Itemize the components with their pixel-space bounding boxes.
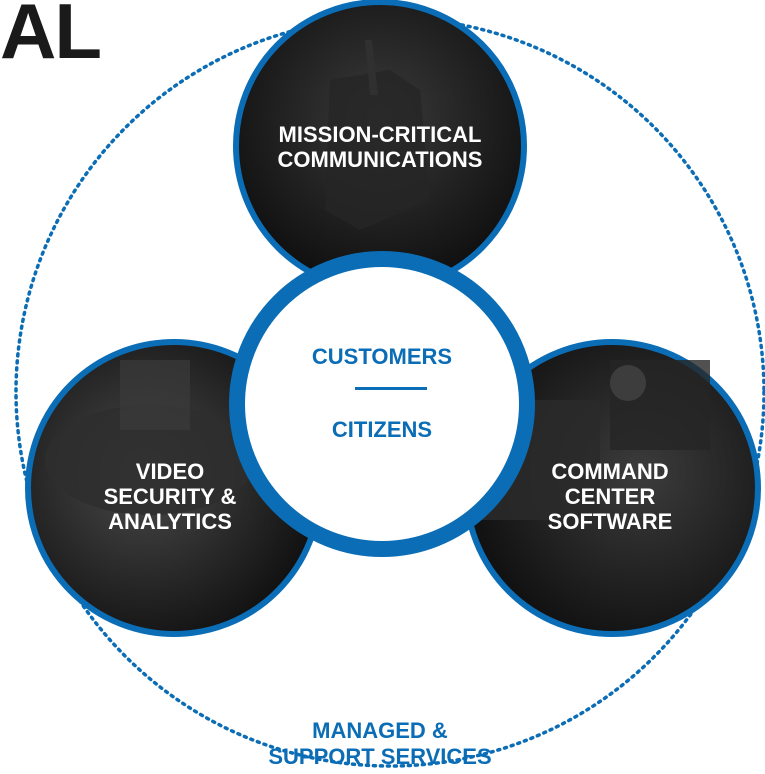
radio-silhouette-icon <box>325 70 430 230</box>
right-node-label-line3: SOFTWARE <box>547 509 673 534</box>
outer-ring-label-line2: SUPPORT SERVICES <box>268 744 492 769</box>
camera-mount-icon <box>120 360 190 430</box>
top-node-label: MISSION-CRITICAL COMMUNICATIONS <box>250 122 510 172</box>
outer-ring-label: MANAGED & SUPPORT SERVICES <box>240 718 520 770</box>
center-label-citizens: CITIZENS <box>331 417 433 442</box>
top-node-label-line1: MISSION-CRITICAL <box>278 122 482 147</box>
left-node-label: VIDEO SECURITY & ANALYTICS <box>70 459 270 534</box>
center-ring <box>229 251 535 557</box>
node-video-security[interactable] <box>25 339 323 637</box>
right-node-label-line2: CENTER <box>564 484 656 509</box>
page-heading: AL <box>0 0 102 75</box>
node-mission-critical[interactable] <box>233 0 527 293</box>
badge-emblem-icon <box>610 365 646 401</box>
center-label-customers: CUSTOMERS <box>311 344 453 369</box>
left-node-label-line2: SECURITY & <box>103 484 237 509</box>
radio-antenna-icon <box>365 40 378 95</box>
right-node-label: COMMAND CENTER SOFTWARE <box>510 459 710 534</box>
right-node-label-line1: COMMAND <box>551 459 669 484</box>
left-node-label-line1: VIDEO <box>135 459 205 484</box>
top-node-label-line2: COMMUNICATIONS <box>277 147 483 172</box>
left-node-label-line3: ANALYTICS <box>108 509 232 534</box>
outer-dotted-ring <box>14 16 765 768</box>
outer-ring-label-line1: MANAGED & <box>312 718 448 743</box>
center-divider <box>355 387 427 390</box>
camera-dome-icon <box>45 405 255 515</box>
